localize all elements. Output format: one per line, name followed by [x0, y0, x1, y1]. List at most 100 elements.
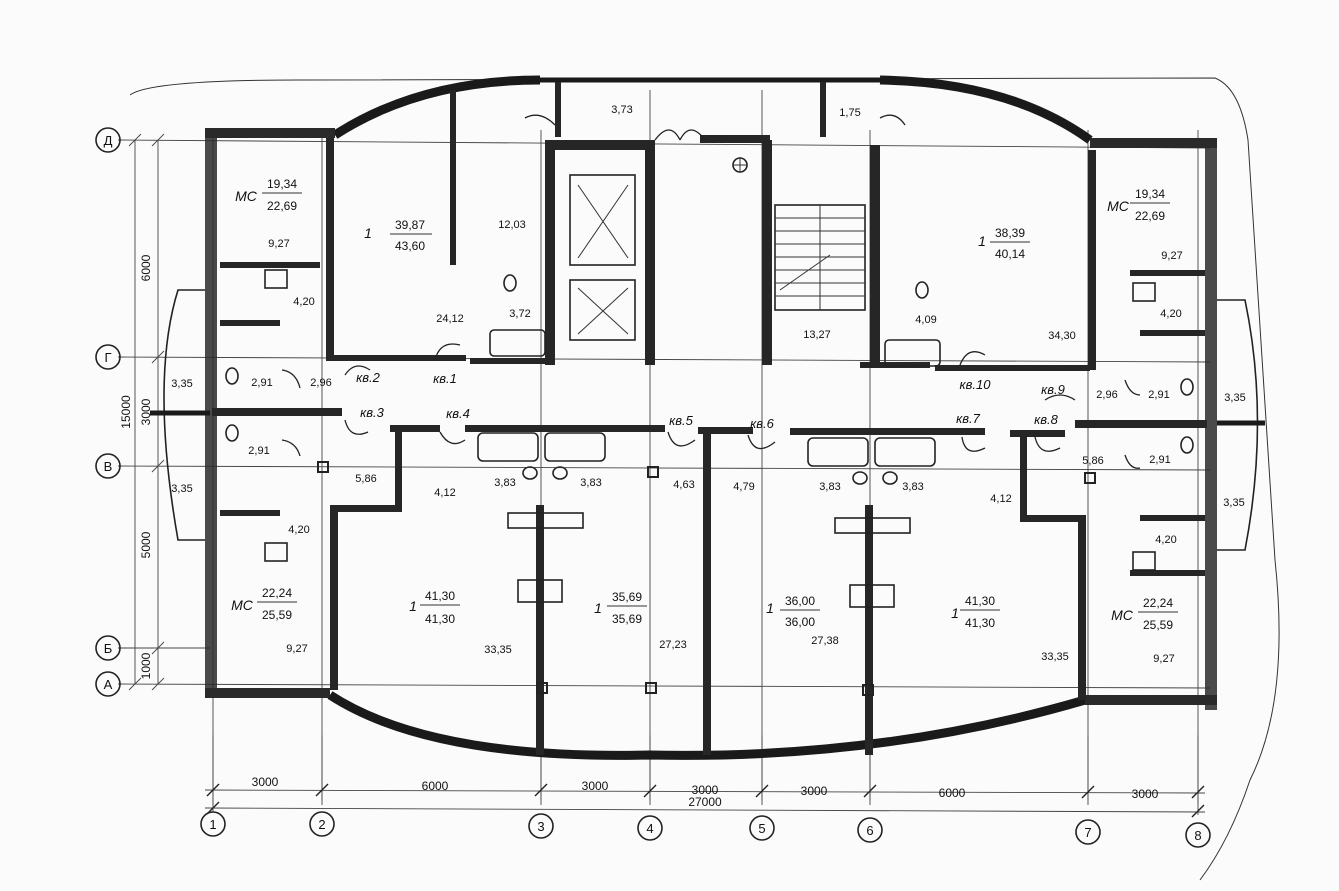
total-area: 41,30: [965, 616, 995, 630]
room-area: 3,73: [611, 104, 632, 116]
room-area: 3,35: [171, 378, 192, 390]
room-area: 4,20: [1155, 534, 1176, 546]
apartment-rooms: 1: [766, 600, 774, 616]
apartment-label: кв.3: [360, 405, 385, 420]
total-area: 43,60: [395, 239, 425, 253]
room-area: 3,83: [494, 477, 515, 489]
room-area: 34,30: [1048, 330, 1076, 342]
room-area: 4,09: [915, 314, 936, 326]
room-area: 3,83: [819, 481, 840, 493]
living-area: 19,34: [267, 177, 297, 191]
column-markers: [317, 461, 1096, 696]
dimension-label: 3000: [801, 784, 828, 798]
apartment-area-fractions: 1 39,87 43,60 МС 19,34 22,69 МС 22,24 25…: [231, 177, 1178, 632]
room-area: 2,91: [251, 377, 272, 389]
wall-top-left: [205, 128, 335, 138]
column-axis-label: 1: [209, 817, 216, 832]
column-axis-label: 7: [1084, 825, 1091, 840]
dimension-label: 1000: [139, 652, 153, 679]
column-axis-label: 6: [866, 823, 873, 838]
apartment-label: кв.8: [1034, 412, 1059, 427]
room-area: 9,27: [286, 643, 307, 655]
total-area: 35,69: [612, 612, 642, 626]
room-area: 9,27: [1161, 250, 1182, 262]
room-area: 3,35: [1224, 392, 1245, 404]
room-area: 24,12: [436, 313, 464, 325]
apartment-label: кв.2: [356, 370, 381, 385]
living-area: 36,00: [785, 594, 815, 608]
apartment-rooms: МС: [1111, 607, 1134, 623]
room-area: 33,35: [1041, 651, 1069, 663]
room-area: 3,72: [509, 308, 530, 320]
room-area: 12,03: [498, 219, 526, 231]
toilets: [225, 274, 1194, 485]
room-area: 1,75: [839, 107, 860, 119]
apartment-label: кв.1: [433, 371, 457, 386]
room-area: 4,20: [1160, 308, 1181, 320]
column-axis-label: 2: [318, 817, 325, 832]
dimension-label: 3000: [582, 779, 609, 793]
apartment-label: кв.5: [669, 413, 694, 428]
dimension-label: 5000: [139, 531, 153, 558]
apartment-rooms: 1: [409, 598, 417, 614]
row-axis-label: В: [104, 459, 113, 474]
room-area: 4,79: [733, 481, 754, 493]
apartment-label: кв.9: [1041, 382, 1065, 397]
dimension-total: 15000: [119, 395, 133, 429]
stoves: [264, 269, 1156, 608]
left-bay-window: [163, 289, 205, 541]
row-axis-label: Б: [104, 641, 113, 656]
room-area: 2,96: [310, 377, 331, 389]
apartment-label: кв.7: [956, 411, 981, 426]
wall-bottom-right: [1085, 695, 1217, 705]
bottom-arc-wall: [327, 691, 1087, 760]
horizontal-dimension-chain: [204, 735, 1206, 818]
room-area: 2,91: [1149, 454, 1170, 466]
column-axis-label: 3: [537, 819, 544, 834]
row-axis-label: Г: [104, 350, 111, 365]
room-area: 2,91: [1148, 389, 1169, 401]
apartment-label: кв.10: [960, 377, 992, 392]
column-axis-label: 5: [758, 821, 765, 836]
dimension-label: 6000: [422, 779, 449, 793]
row-axis-markers: [95, 127, 121, 697]
apartment-label: кв.4: [446, 406, 470, 421]
total-area: 41,30: [425, 612, 455, 626]
living-area: 22,24: [262, 586, 292, 600]
total-area: 22,69: [1135, 209, 1165, 223]
apartment-rooms: МС: [231, 597, 254, 613]
total-area: 22,69: [267, 199, 297, 213]
dimension-label: 3000: [1132, 787, 1159, 801]
room-area: 4,12: [434, 487, 455, 499]
apartment-rooms: 1: [594, 600, 602, 616]
living-area: 19,34: [1135, 187, 1165, 201]
apartment-rooms: МС: [1107, 198, 1130, 214]
room-area: 3,35: [171, 483, 192, 495]
dimension-total: 27000: [688, 795, 722, 809]
right-end-wall: [1205, 140, 1217, 710]
left-end-wall: [205, 128, 217, 698]
apartment-rooms: 1: [364, 225, 372, 241]
apartment-rooms: МС: [235, 188, 258, 204]
room-area: 3,83: [580, 477, 601, 489]
column-axis-label: 4: [646, 821, 653, 836]
room-area: 9,27: [1153, 653, 1174, 665]
dimension-label: 3000: [252, 775, 279, 789]
top-right-arc-wall: [879, 75, 1093, 144]
living-area: 39,87: [395, 218, 425, 232]
elevator-shafts: [569, 174, 636, 341]
column-axis-label: 8: [1194, 828, 1201, 843]
apartment-label: кв.6: [750, 416, 775, 431]
room-area: 4,20: [288, 524, 309, 536]
room-area: 4,20: [293, 296, 314, 308]
room-area: 4,12: [990, 493, 1011, 505]
living-area: 38,39: [995, 226, 1025, 240]
dimension-label: 3000: [692, 783, 719, 797]
staircase: [774, 204, 866, 311]
apartment-labels: кв.1 кв.2 кв.3 кв.4 кв.5 кв.6 кв.7 кв.8 …: [356, 370, 1065, 431]
room-area: 3,35: [1223, 497, 1244, 509]
row-axis-label: Д: [104, 133, 113, 148]
apartment-rooms: 1: [978, 233, 986, 249]
room-area: 13,27: [803, 329, 831, 341]
